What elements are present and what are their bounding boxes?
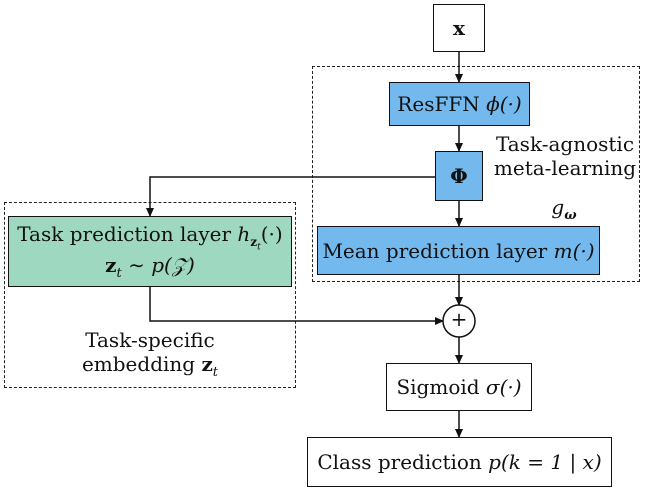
- task-prediction-line1: Task prediction layer hzt(·): [17, 222, 282, 253]
- phi-label: Φ: [450, 164, 468, 188]
- plus-node-circle: [442, 304, 476, 338]
- task-prediction-line2: zt ∼ p(𝒵): [105, 253, 195, 282]
- task-specific-label: Task-specific embedding zt: [40, 328, 260, 381]
- task-specific-line1: Task-specific: [85, 328, 215, 352]
- task-specific-line2: embedding zt: [40, 352, 260, 381]
- task-prediction-name: Task prediction layer: [17, 221, 232, 246]
- plus-node: +: [443, 307, 475, 331]
- task-agnostic-group: [312, 66, 640, 282]
- mean-prediction-fn: m(·): [553, 238, 595, 263]
- task-prediction-z-sub: t: [116, 265, 122, 281]
- class-prediction-node: Class prediction p(k = 1 | x): [307, 437, 612, 487]
- task-prediction-node: Task prediction layer hzt(·) zt ∼ p(𝒵): [8, 216, 292, 287]
- plus-label: +: [450, 307, 468, 331]
- task-prediction-fn: h: [237, 221, 251, 246]
- task-prediction-dist: ∼ p(𝒵): [121, 252, 195, 277]
- task-specific-embedding: embedding: [81, 352, 202, 377]
- class-prediction-name: Class prediction: [317, 450, 482, 474]
- task-agnostic-line1: Task-agnostic: [495, 132, 635, 156]
- arrow-phi-to-task-pred: [146, 176, 435, 217]
- task-prediction-subsub: t: [257, 242, 261, 252]
- mean-prediction-name: Mean prediction layer: [322, 238, 548, 263]
- omega-sub: ω: [564, 208, 577, 223]
- input-x-node: x: [433, 4, 485, 52]
- class-prediction-fn: p(k = 1 | x): [488, 450, 602, 474]
- task-prediction-sub: z: [250, 234, 258, 249]
- resffn-name: ResFFN: [397, 92, 480, 116]
- sigmoid-fn: σ(·): [485, 375, 522, 399]
- input-x-label: x: [453, 16, 465, 40]
- task-agnostic-label: Task-agnostic meta-learning: [490, 132, 640, 181]
- task-specific-z: z: [201, 352, 213, 377]
- sigmoid-node: Sigmoid σ(·): [386, 363, 532, 411]
- task-specific-z-sub: t: [212, 365, 219, 381]
- resffn-node: ResFFN ϕ(·): [389, 82, 530, 126]
- task-prediction-tail: (·): [260, 221, 283, 246]
- task-prediction-z: z: [105, 252, 117, 277]
- mean-prediction-node: Mean prediction layer m(·): [317, 226, 600, 275]
- sigmoid-name: Sigmoid: [396, 375, 480, 399]
- phi-node: Φ: [435, 151, 483, 201]
- g-symbol: g: [551, 195, 565, 219]
- arrow-task-pred-to-plus: [149, 287, 444, 325]
- resffn-fn: ϕ(·): [486, 92, 522, 116]
- g-omega-symbol: gω: [544, 195, 584, 224]
- task-agnostic-line2: meta-learning: [493, 156, 637, 181]
